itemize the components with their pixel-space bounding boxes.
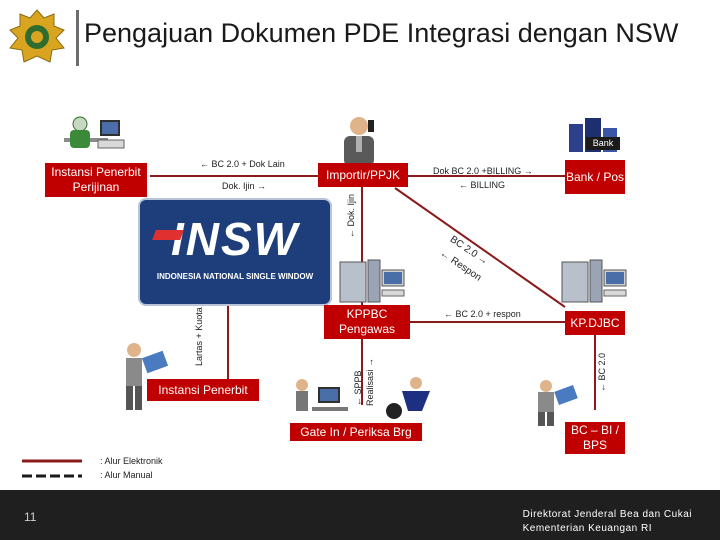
flow-realisasi: Realisasi → [365, 357, 375, 406]
server-computer-djbc-illustration [560, 258, 628, 304]
footer-org: Direktorat Jenderal Bea dan Cukai Kement… [523, 508, 692, 536]
importir-person-illustration [330, 112, 388, 166]
insw-logo-text: INSW [170, 213, 300, 265]
node-importir: Importir/PPJK [318, 163, 408, 187]
page-number: 11 [24, 510, 37, 524]
flow-lartas-kuota: Lartas + Kuota [194, 307, 204, 366]
footer-org-line2: Kementerian Keuangan RI [522, 523, 652, 534]
node-instansi-penerbit: Instansi Penerbit [147, 379, 259, 401]
flow-dok-ijin-vertical: ← Dok. Ijin [346, 193, 356, 238]
legend-elektronik: : Alur Elektronik [100, 456, 163, 466]
flow-dok-bc20-billing: Dok BC 2.0 +BILLING → [433, 166, 533, 176]
flow-bc20-vertical: ← BC 2.0 [597, 352, 607, 392]
insw-logo: INSW INDONESIA NATIONAL SINGLE WINDOW [138, 198, 332, 306]
server-computer-kppbc-illustration [338, 258, 406, 304]
insw-logo-swoosh [152, 230, 184, 240]
officer-computer-illustration [58, 112, 128, 166]
node-bank-pos: Bank / Pos [565, 160, 625, 194]
flow-bc20-respon: ← BC 2.0 + respon [444, 309, 521, 319]
flow-billing: ← BILLING [459, 180, 506, 190]
title-divider [76, 10, 79, 66]
footer-org-line1: Direktorat Jenderal Bea dan Cukai [522, 509, 692, 520]
node-bc-bi-bps: BC – BI / BPS [565, 422, 625, 454]
flow-sppb: ← SPPB [353, 370, 363, 406]
node-gate-in: Gate In / Periksa Brg [290, 423, 422, 441]
gate-inspection-illustration [290, 375, 440, 423]
node-kp-djbc: KP.DJBC [565, 311, 625, 335]
node-kppbc: KPPBC Pengawas [324, 305, 410, 339]
flow-dok-ijin: Dok. Ijin → [222, 181, 267, 191]
footer-bar [0, 490, 720, 540]
node-instansi-perijinan: Instansi Penerbit Perijinan [45, 163, 147, 197]
officer-bps-illustration [532, 378, 582, 426]
insw-logo-caption: INDONESIA NATIONAL SINGLE WINDOW [156, 272, 314, 281]
flow-bc20-dok-lain: ← BC 2.0 + Dok Lain [200, 159, 285, 169]
officer-tablet-illustration [120, 340, 170, 412]
bank-sign: Bank [586, 137, 620, 150]
dgcustoms-emblem [6, 8, 68, 66]
page-title: Pengajuan Dokumen PDE Integrasi dengan N… [84, 18, 679, 48]
legend-manual: : Alur Manual [100, 470, 153, 480]
